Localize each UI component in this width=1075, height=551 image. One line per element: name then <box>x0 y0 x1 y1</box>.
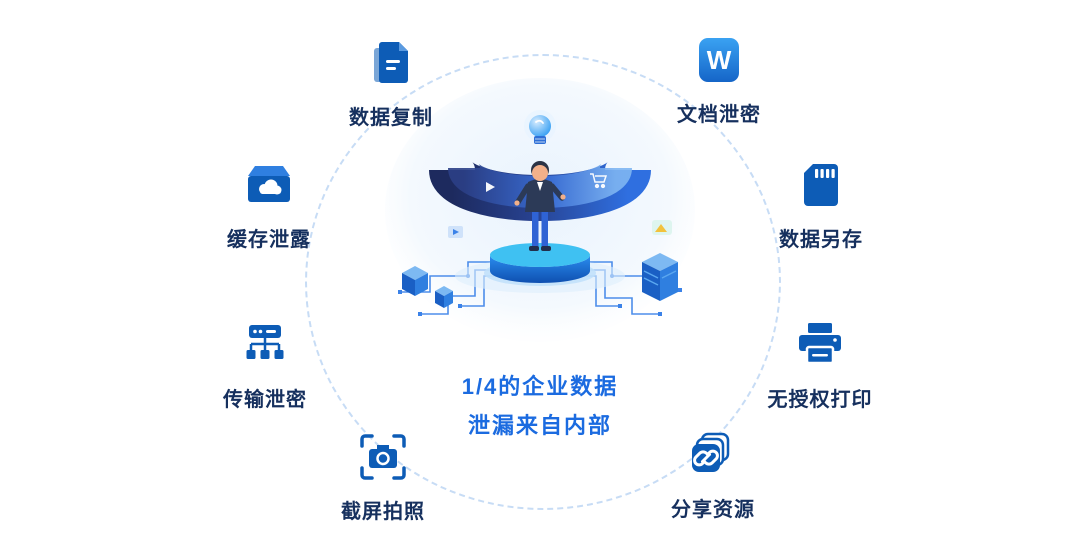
dashed-circle-border <box>305 54 781 510</box>
risk-item-transfer-leak: 传输泄密 <box>205 318 325 412</box>
item-label: 无授权打印 <box>767 389 873 411</box>
item-label: 数据复制 <box>349 107 433 129</box>
isometric-cubes <box>402 266 453 308</box>
lightbulb-icon <box>524 110 556 144</box>
platform <box>455 243 625 293</box>
play-icon <box>486 182 495 192</box>
caption-line-1: 1/4的企业数据 <box>461 374 619 399</box>
caption-line-2: 泄漏来自内部 <box>467 412 612 438</box>
memory-card-icon <box>804 164 838 206</box>
item-label: 数据另存 <box>779 229 863 251</box>
svg-text:W: W <box>707 45 732 75</box>
word-doc-icon: W <box>699 38 739 82</box>
item-label: 缓存泄露 <box>227 229 311 251</box>
cloud-storage-icon <box>248 166 290 202</box>
server-stack <box>642 253 678 301</box>
share-link-icon <box>692 432 730 472</box>
network-hub-icon <box>246 325 284 359</box>
risk-item-data-copy: 数据复制 <box>331 36 451 130</box>
cart-icon <box>590 173 608 189</box>
center-illustration <box>385 78 695 342</box>
image-chip-icon <box>652 220 672 235</box>
risk-item-save-as: 数据另存 <box>761 158 881 252</box>
item-label: 分享资源 <box>671 499 755 521</box>
item-label: 截屏拍照 <box>341 501 425 523</box>
center-caption: 1/4的企业数据 泄漏来自内部 <box>397 368 683 445</box>
copy-document-icon <box>374 42 408 83</box>
printer-icon <box>799 323 841 365</box>
camera-screenshot-icon <box>360 434 406 480</box>
risk-item-share-resources: 分享资源 <box>653 428 773 522</box>
risk-item-unauthorized-print: 无授权打印 <box>755 318 885 412</box>
person-figure <box>514 161 566 251</box>
media-chip-icon <box>448 226 463 238</box>
item-label: 传输泄密 <box>223 389 307 411</box>
risk-item-cache-leak: 缓存泄露 <box>209 158 329 252</box>
risk-item-document-leak: W 文档泄密 <box>659 33 779 127</box>
risk-item-screenshot: 截屏拍照 <box>323 430 443 524</box>
item-label: 文档泄密 <box>677 104 761 126</box>
